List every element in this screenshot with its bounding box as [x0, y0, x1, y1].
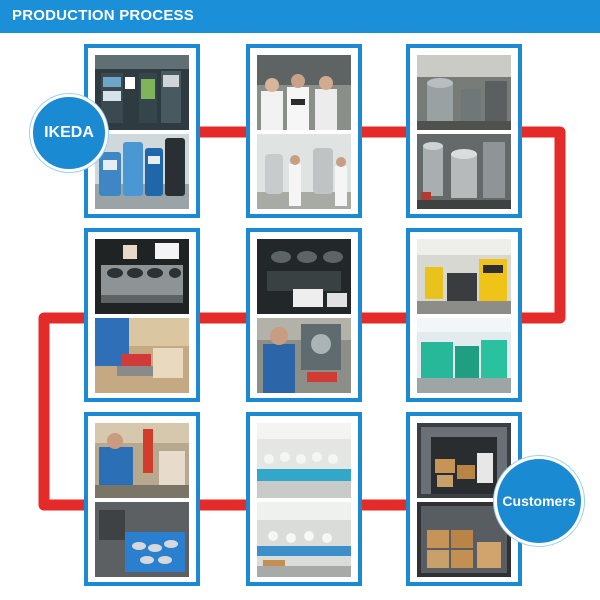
injection-machine-green-photo	[417, 318, 511, 393]
step-mixing	[406, 44, 522, 218]
parts-bin-photo	[95, 502, 189, 577]
assembly-room-photo	[257, 423, 351, 498]
step-drilling	[84, 412, 200, 586]
customers-badge: Customers	[494, 456, 584, 546]
drilling-station-photo	[95, 423, 189, 498]
step-lab-inspection	[246, 44, 362, 218]
machine-operator-photo	[257, 318, 351, 393]
ikeda-badge: IKEDA	[30, 94, 108, 172]
step-molding	[246, 228, 362, 402]
injection-machine-yellow-photo	[417, 239, 511, 314]
step-assembly	[246, 412, 362, 586]
factory-equipment-photo	[417, 55, 511, 130]
step-warehouse	[84, 44, 200, 218]
lab-vessels-photo	[257, 134, 351, 209]
step-injection-molding	[406, 228, 522, 402]
packing-line-photo	[257, 502, 351, 577]
lab-technicians-photo	[257, 55, 351, 130]
mold-cavity-photo	[257, 239, 351, 314]
step-mold-parts	[84, 228, 200, 402]
warehouse-drums-photo	[95, 134, 189, 209]
mixing-tanks-photo	[417, 134, 511, 209]
header-banner: PRODUCTION PROCESS	[0, 0, 600, 33]
page-title: PRODUCTION PROCESS	[12, 7, 194, 24]
mold-tray-photo	[95, 239, 189, 314]
parts-handling-photo	[95, 318, 189, 393]
container-loading-photo	[417, 423, 511, 498]
warehouse-racks-photo	[95, 55, 189, 130]
